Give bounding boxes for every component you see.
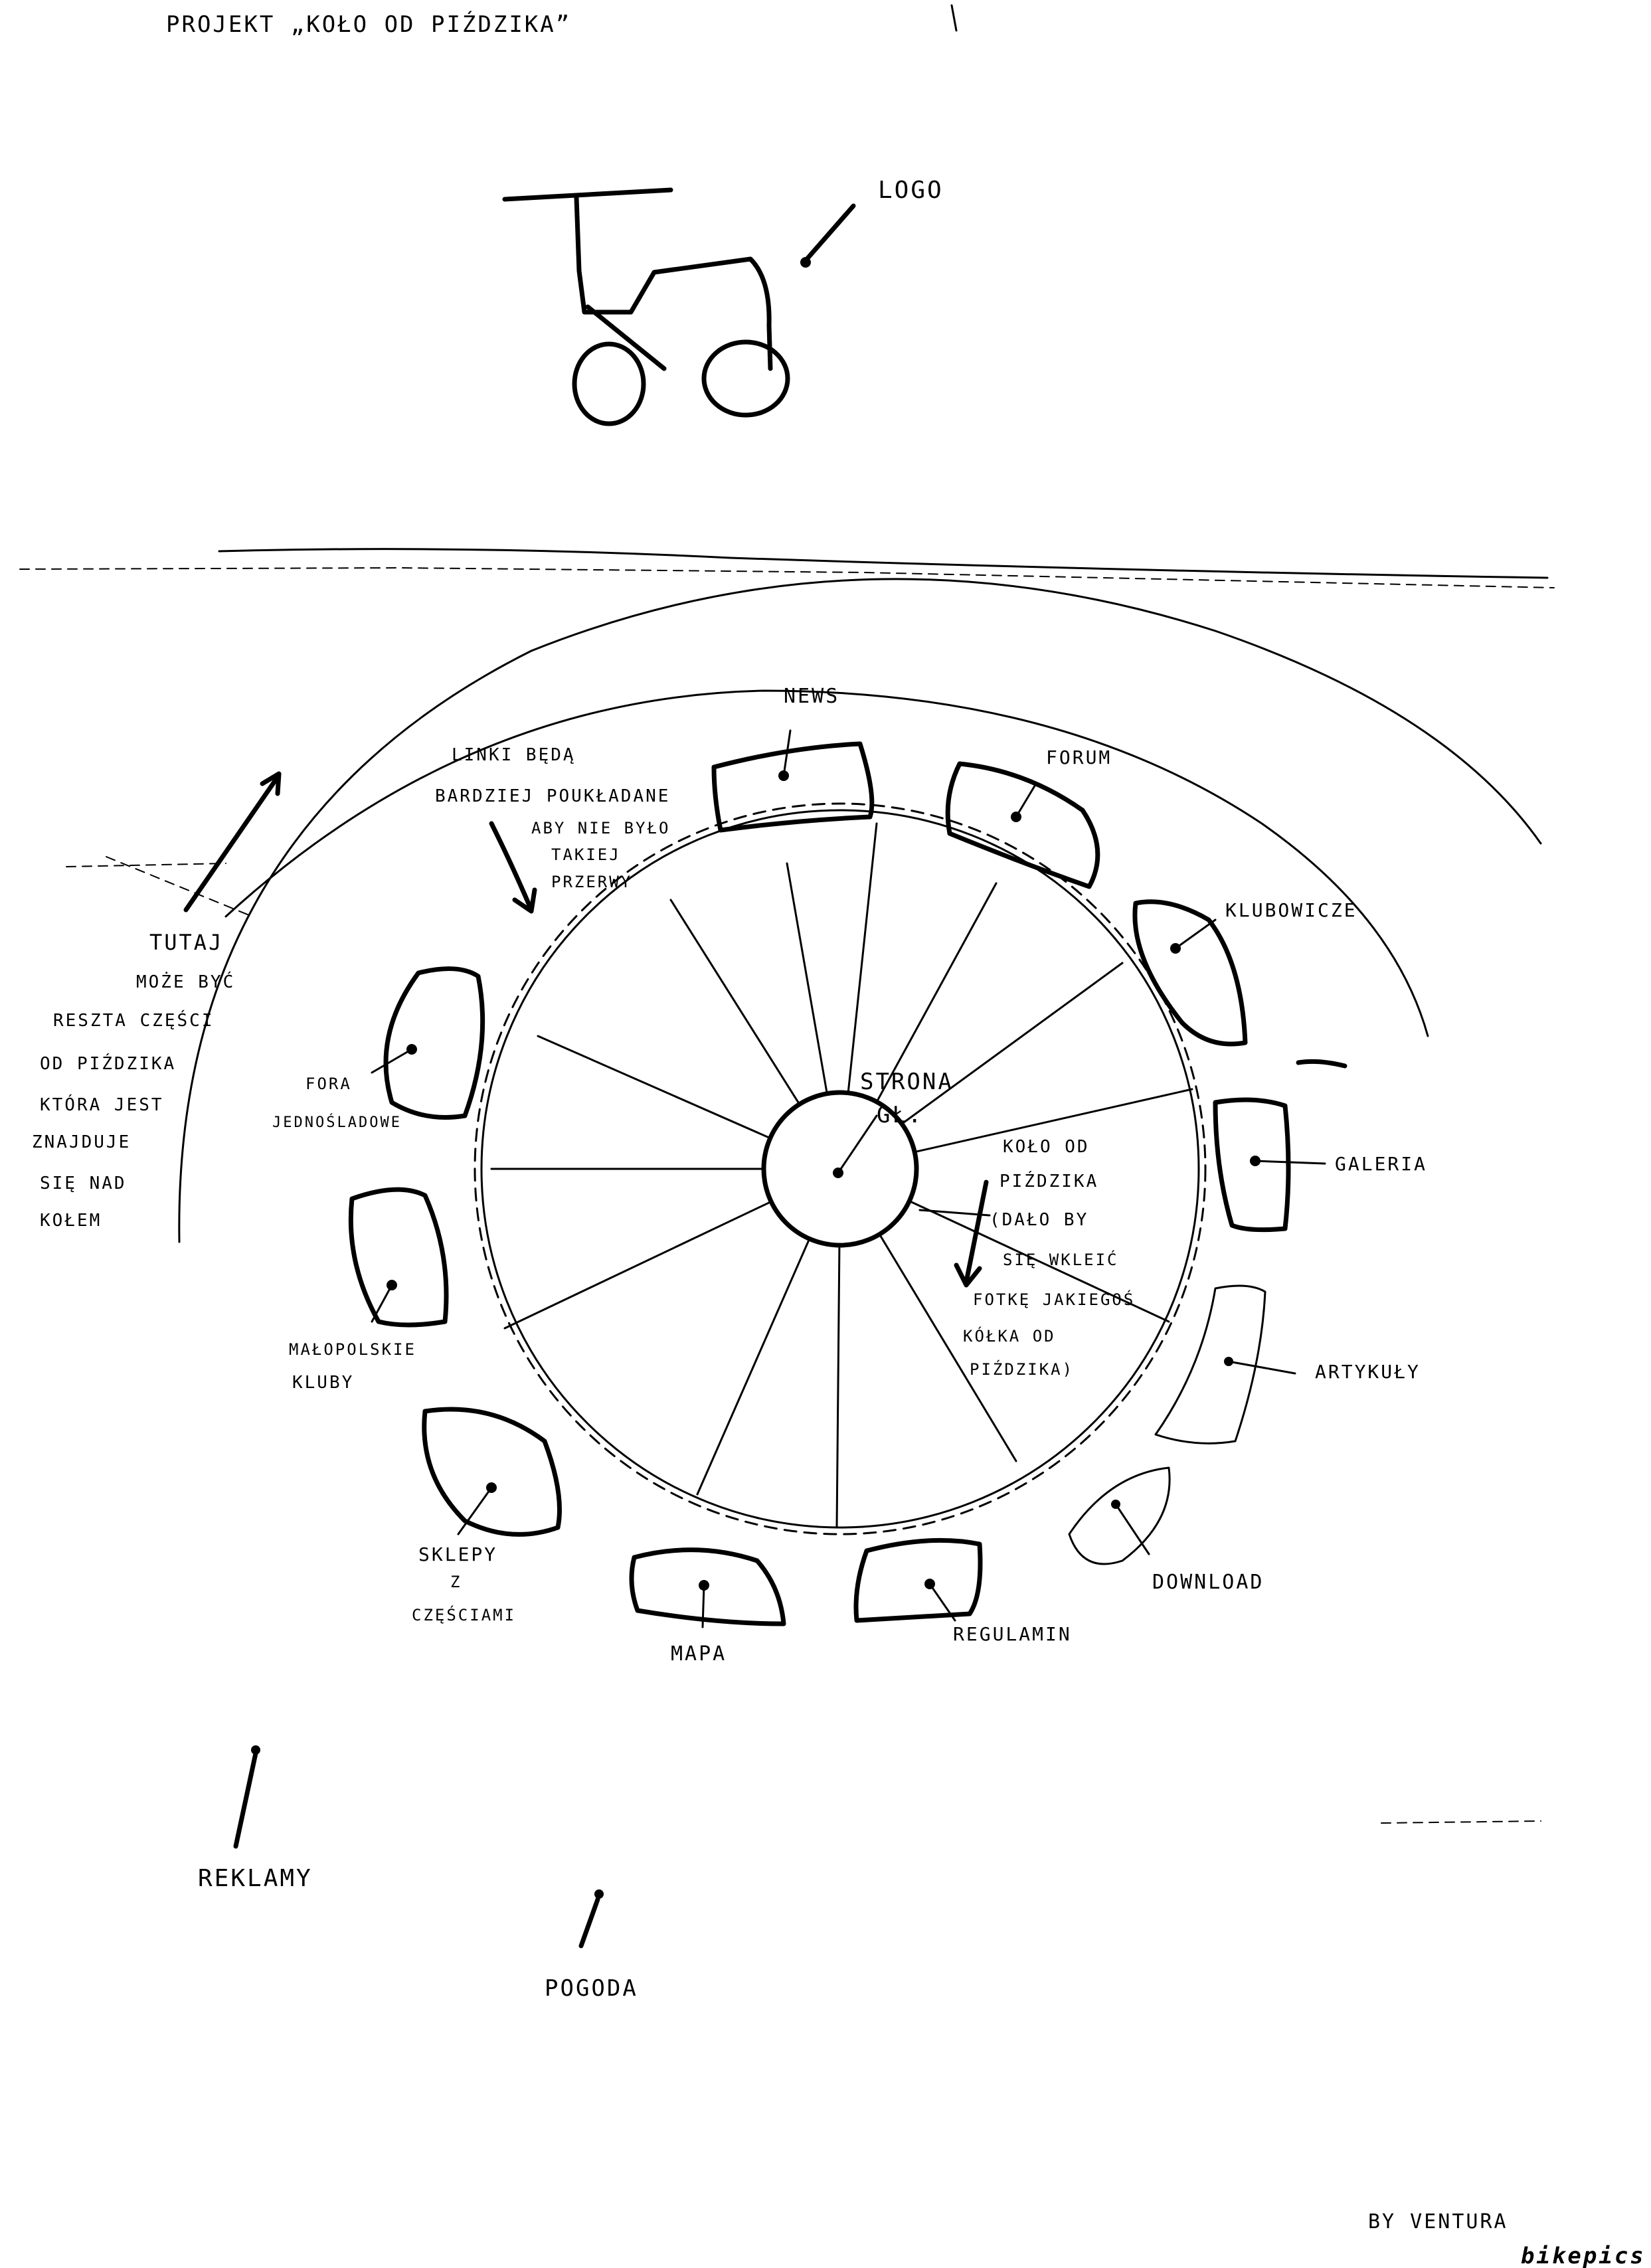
left-note: TUTAJ MOŻE BYĆ RESZTA CZĘŚCI OD PIŹDZIKA… <box>32 930 235 1231</box>
menu-item-fora-line-1: FORA <box>305 1075 352 1093</box>
logo-pointer-dot <box>800 257 811 268</box>
menu-item-mapa[interactable]: MAPA <box>629 1547 786 1666</box>
left-note-line-8: KOŁEM <box>40 1211 102 1231</box>
wheel-rim-outline <box>474 802 1207 1535</box>
left-note-line-6: ZNAJDUJE <box>32 1132 131 1152</box>
links-note: LINKI BĘDĄ BARDZIEJ POUKŁADANE ABY NIE B… <box>435 745 670 891</box>
menu-item-artykuly-label: ARTYKUŁY <box>1315 1361 1421 1383</box>
menu-item-regulamin-label: REGULAMIN <box>953 1623 1072 1645</box>
horizon-dashed-line <box>19 567 1555 588</box>
pogoda-pointer <box>578 1889 604 1949</box>
wheel-note: KOŁO OD PIŹDZIKA (DAŁO BY SIĘ WKLEIĆ FOT… <box>963 1137 1135 1379</box>
links-note-line-2: BARDZIEJ POUKŁADANE <box>435 786 670 806</box>
menu-item-download-label: DOWNLOAD <box>1152 1571 1264 1594</box>
hub-label-line-2: GŁ. <box>877 1102 923 1128</box>
wheel-note-arrows <box>918 1179 991 1288</box>
watermark-logo: bikepics <box>1521 2243 1646 2268</box>
menu-item-malopolskie-line-2: KLUBY <box>292 1373 354 1393</box>
wheel-note-line-6: KÓŁKA OD <box>963 1326 1056 1346</box>
menu-item-download[interactable]: DOWNLOAD <box>1068 1466 1264 1594</box>
horizon-line <box>218 548 1549 579</box>
menu-item-mapa-label: MAPA <box>671 1642 727 1666</box>
logo-drawing <box>502 187 790 426</box>
logo-label: LOGO <box>878 177 944 204</box>
links-note-line-4: TAKIEJ <box>551 845 621 864</box>
hub-label-line-1: STRONA <box>860 1069 954 1095</box>
stray-mark <box>950 4 958 32</box>
wheel-note-line-1: KOŁO OD <box>1003 1137 1090 1157</box>
logo-pointer-line <box>804 203 856 262</box>
menu-item-galeria[interactable]: GALERIA <box>1213 1097 1427 1233</box>
reklamy-label: REKLAMY <box>198 1865 313 1892</box>
menu-item-malopolskie-kluby[interactable]: MAŁOPOLSKIE KLUBY <box>289 1187 449 1393</box>
menu-item-news-label: NEWS <box>784 685 839 708</box>
menu-item-forum-label: FORUM <box>1046 746 1112 768</box>
left-note-line-3: RESZTA CZĘŚCI <box>53 1009 215 1031</box>
menu-item-klubowicze-label: KLUBOWICZE <box>1225 899 1357 921</box>
left-note-line-5: KTÓRA JEST <box>40 1094 164 1115</box>
sketch-stroke-bottom <box>1381 1820 1541 1824</box>
menu-item-news[interactable]: NEWS <box>711 685 875 833</box>
menu-item-regulamin[interactable]: REGULAMIN <box>853 1537 1072 1645</box>
menu-item-fora-line-2: JEDNOŚLADOWE <box>272 1114 402 1131</box>
menu-item-klubowicze[interactable]: KLUBOWICZE <box>1132 899 1357 1047</box>
wheel-note-line-7: PIŹDZIKA) <box>970 1359 1074 1379</box>
wheel-note-line-2: PIŹDZIKA <box>999 1170 1098 1191</box>
wheel-rim <box>480 809 1200 1529</box>
menu-item-malopolskie-line-1: MAŁOPOLSKIE <box>289 1340 416 1359</box>
signature: BY VENTURA <box>1368 2210 1508 2233</box>
menu-item-artykuly[interactable]: ARTYKUŁY <box>1154 1284 1421 1444</box>
links-note-line-3: ABY NIE BYŁO <box>531 819 670 837</box>
wheel-note-line-4: SIĘ WKLEIĆ <box>1003 1249 1119 1269</box>
sketch-stroke <box>66 856 253 917</box>
menu-item-forum[interactable]: FORUM <box>945 746 1112 889</box>
page-title: PROJEKT „KOŁO OD PIŹDZIKA” <box>166 11 571 38</box>
left-note-arrow <box>183 771 282 913</box>
menu-item-sklepy-line-2: Z <box>450 1573 462 1591</box>
hub-pointer-line <box>837 1114 878 1174</box>
tire-inner-arc <box>224 689 1429 1037</box>
pogoda-label: POGODA <box>545 1975 638 2002</box>
menu-item-galeria-label: GALERIA <box>1335 1153 1427 1175</box>
links-note-line-5: PRZERWY <box>551 873 632 891</box>
tire-outer-arc <box>178 578 1542 1243</box>
wheel-note-line-5: FOTKĘ JAKIEGOŚ <box>973 1289 1135 1309</box>
menu-item-sklepy-line-3: CZĘŚCIAMI <box>412 1605 516 1624</box>
left-note-line-2: MOŻE BYĆ <box>136 971 235 992</box>
menu-item-sklepy[interactable]: SKLEPY Z CZĘŚCIAMI <box>412 1407 562 1624</box>
left-note-line-7: SIĘ NAD <box>40 1174 127 1193</box>
left-note-line-1: TUTAJ <box>149 930 223 955</box>
wheel-note-line-3: (DAŁO BY <box>990 1210 1088 1230</box>
menu-item-fora-jednosladowe[interactable]: FORA JEDNOŚLADOWE <box>272 966 485 1131</box>
reklamy-arrow <box>233 1745 260 1849</box>
scribble-mark <box>1296 1059 1347 1069</box>
links-note-line-1: LINKI BĘDĄ <box>452 745 576 765</box>
links-note-arrow <box>489 821 537 914</box>
menu-item-sklepy-line-1: SKLEPY <box>418 1543 497 1565</box>
left-note-line-4: OD PIŹDZIKA <box>40 1053 176 1074</box>
